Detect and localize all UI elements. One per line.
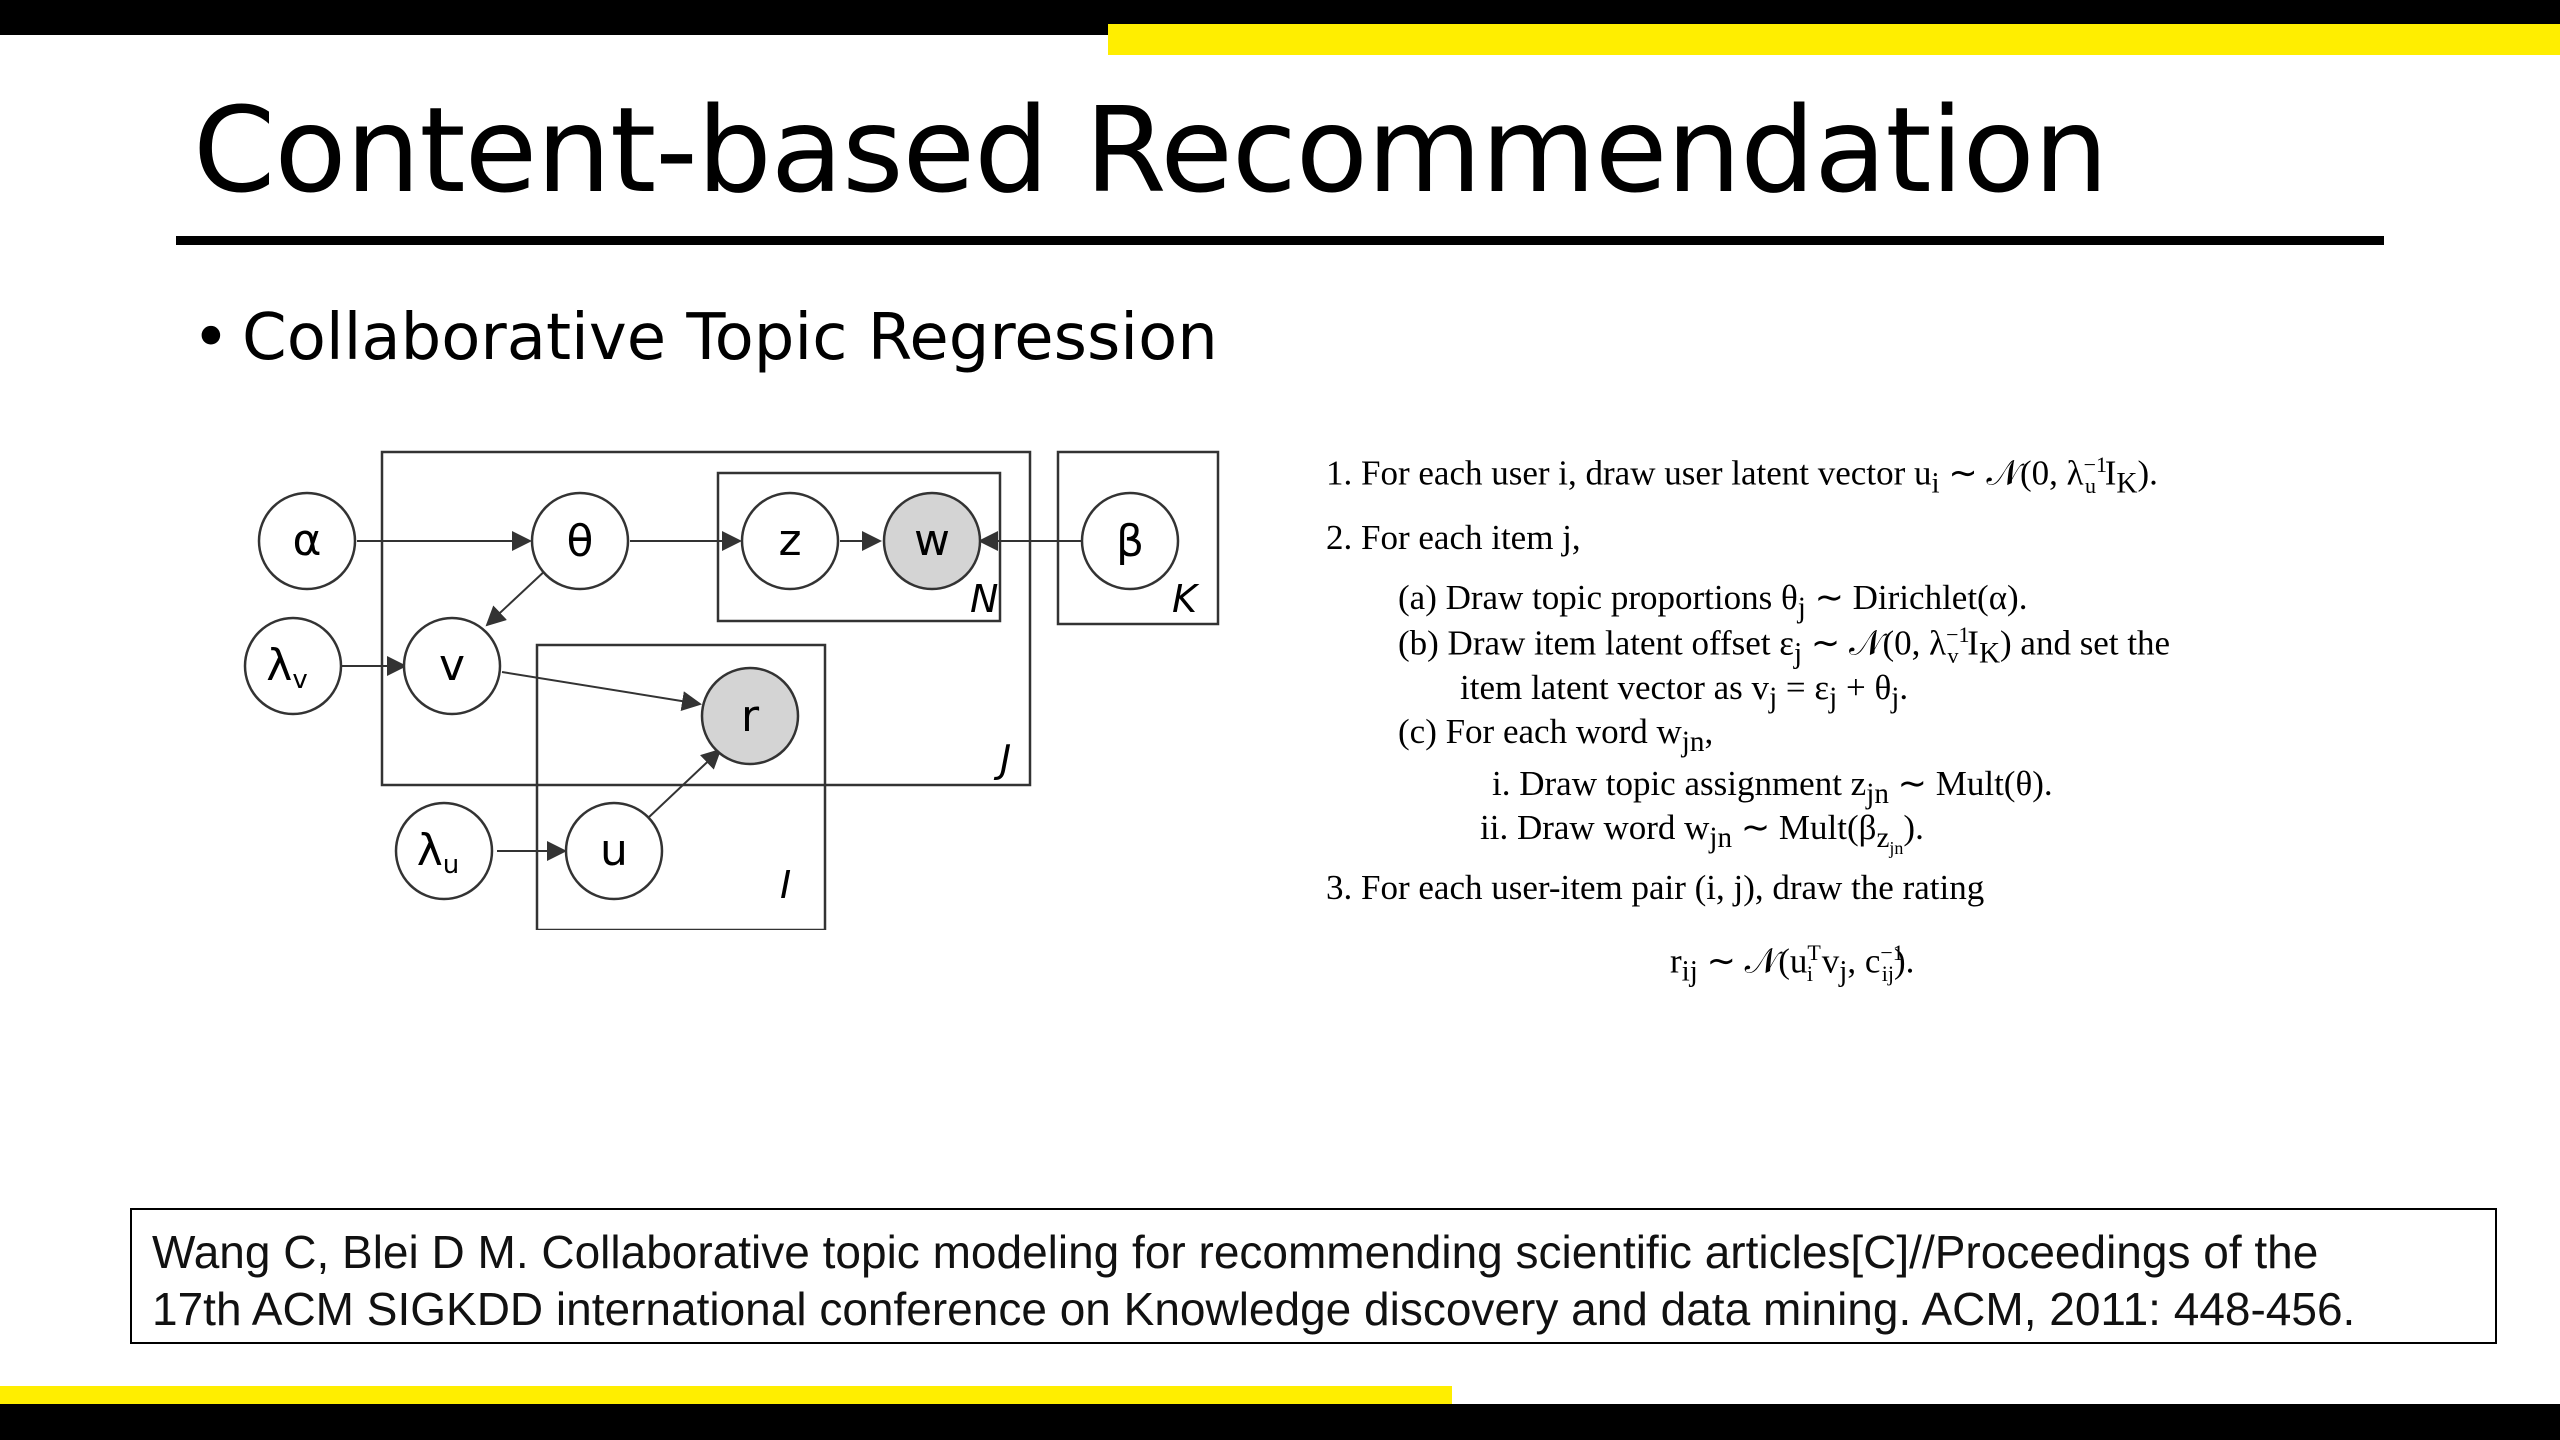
step-2b-continued: item latent vector as vj = εj + θj. xyxy=(1460,668,1909,714)
node-alpha: α xyxy=(257,491,357,591)
node-lambda-v: λv xyxy=(243,616,343,716)
svg-text:λu: λu xyxy=(417,825,460,880)
node-w-label: w xyxy=(914,515,950,566)
citation-line-2: 17th ACM SIGKDD international conference… xyxy=(152,1283,2356,1335)
node-alpha-label: α xyxy=(292,515,321,566)
plate-k xyxy=(1056,450,1220,626)
step-3: 3. For each user-item pair (i, j), draw … xyxy=(1326,868,1985,907)
node-lambda-u-subscript: u xyxy=(443,850,459,880)
generative-process: 1. For each user i, draw user latent vec… xyxy=(1320,440,2420,1020)
node-lambda-v-label: λ xyxy=(266,640,292,691)
node-z: z xyxy=(740,491,840,591)
plate-n xyxy=(716,471,1002,623)
step-2: 2. For each item j, xyxy=(1326,518,1581,557)
step-1: 1. For each user i, draw user latent vec… xyxy=(1326,452,2158,500)
citation-box: Wang C, Blei D M. Collaborative topic mo… xyxy=(130,1208,2497,1344)
bottom-black-bar xyxy=(0,1404,2560,1440)
bullet-dot-icon: • xyxy=(192,301,230,375)
citation-line-1: Wang C, Blei D M. Collaborative topic mo… xyxy=(152,1226,2319,1278)
rating-equation: rij ∼ 𝒩(uTi vj, c−1ij). xyxy=(1670,940,1915,988)
title-underline xyxy=(176,236,2384,245)
plate-j-label: J xyxy=(993,737,1011,781)
step-2c-i: i. Draw topic assignment zjn ∼ Mult(θ). xyxy=(1492,764,2053,810)
node-z-label: z xyxy=(778,515,801,566)
plate-k-label: K xyxy=(1172,577,1200,621)
svg-text:λv: λv xyxy=(266,640,307,695)
slide-title: Content-based Recommendation xyxy=(193,81,2108,219)
edge-theta-v xyxy=(485,567,549,627)
node-u: u xyxy=(564,801,664,901)
node-v: v xyxy=(402,616,502,716)
plate-j xyxy=(380,450,1032,787)
bullet-item: •Collaborative Topic Regression xyxy=(192,298,1218,378)
node-beta-label: β xyxy=(1116,516,1144,567)
node-theta-label: θ xyxy=(567,516,594,567)
node-w: w xyxy=(882,491,982,591)
node-theta: θ xyxy=(530,491,630,591)
plate-n-label: N xyxy=(970,577,998,621)
top-yellow-bar xyxy=(1108,24,2560,55)
node-r-label: r xyxy=(741,691,760,742)
plate-diagram: N K J I α θ z w β λv v r λu xyxy=(243,450,1220,930)
node-v-label: v xyxy=(439,640,465,691)
step-2c: (c) For each word wjn, xyxy=(1398,712,1714,758)
node-beta: β xyxy=(1080,491,1180,591)
edge-v-r xyxy=(501,671,702,712)
node-lambda-u-label: λ xyxy=(417,825,443,876)
step-2a: (a) Draw topic proportions θj ∼ Dirichle… xyxy=(1398,578,2028,624)
step-2b: (b) Draw item latent offset εj ∼ 𝒩(0, λ−… xyxy=(1398,622,2171,670)
edge-u-r xyxy=(647,748,722,819)
step-2c-ii: ii. Draw word wjn ∼ Mult(βzjn). xyxy=(1480,808,1924,858)
bullet-text: Collaborative Topic Regression xyxy=(242,301,1218,375)
node-r: r xyxy=(700,666,800,766)
node-u-label: u xyxy=(600,825,628,876)
node-lambda-u: λu xyxy=(394,801,494,901)
plate-i-label: I xyxy=(780,863,791,907)
node-lambda-v-subscript: v xyxy=(292,665,307,695)
plate-i xyxy=(535,643,827,930)
